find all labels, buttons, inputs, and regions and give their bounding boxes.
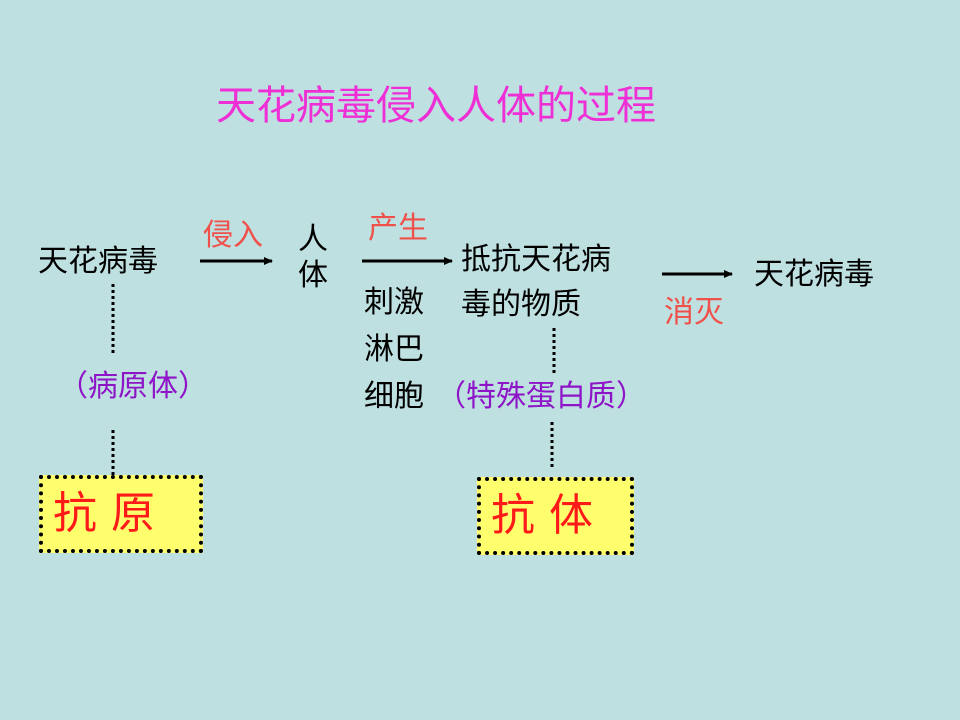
stimulus-text-line2: 淋巴 bbox=[364, 332, 424, 367]
virus-end-label: 天花病毒 bbox=[754, 257, 874, 292]
invade-label: 侵入 bbox=[203, 218, 263, 253]
human-body-label: 人体 bbox=[298, 222, 328, 293]
virus-start-label: 天花病毒 bbox=[38, 244, 158, 279]
resist-substance-line2: 毒的物质 bbox=[461, 287, 581, 322]
stimulus-text-line1: 刺激 bbox=[364, 285, 424, 320]
stimulus-text-line3: 细胞 bbox=[364, 379, 424, 414]
resist-substance-line1: 抵抗天花病 bbox=[461, 242, 611, 277]
eliminate-label: 消灭 bbox=[664, 295, 724, 330]
produce-label: 产生 bbox=[368, 211, 428, 246]
pathogen-annotation: （病原体） bbox=[58, 369, 208, 404]
antigen-box: 抗原 bbox=[39, 475, 203, 553]
special-protein-annotation: （特殊蛋白质） bbox=[436, 379, 646, 414]
antibody-box: 抗体 bbox=[477, 477, 634, 555]
page-title: 天花病毒侵入人体的过程 bbox=[216, 83, 656, 129]
